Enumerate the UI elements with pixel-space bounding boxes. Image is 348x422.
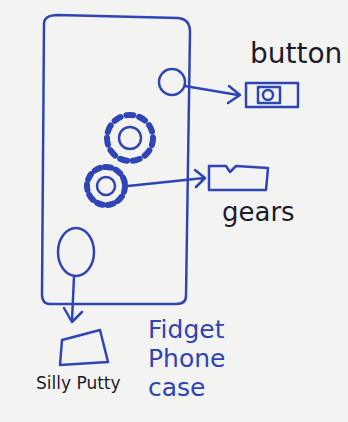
putty-part (60, 330, 108, 365)
putty-circle (58, 228, 94, 276)
button-part (246, 83, 298, 107)
part-label: button (250, 38, 342, 70)
button-circle (159, 69, 185, 95)
part-label: gears (222, 198, 312, 228)
gear-teeth (87, 167, 125, 205)
sketch-title: Fidget Phone case (148, 316, 258, 402)
gear-inner (97, 177, 115, 195)
part-label: Silly Putty (36, 374, 156, 394)
button-part-inner (258, 87, 280, 103)
gear-teeth (107, 115, 153, 161)
phone-outline (42, 15, 190, 304)
gears-arrow (128, 170, 205, 187)
putty-arrow (64, 277, 82, 322)
gears-part (209, 166, 268, 190)
button-part-dot (263, 90, 273, 100)
button-arrow (185, 86, 240, 103)
gear-inner (119, 127, 141, 149)
